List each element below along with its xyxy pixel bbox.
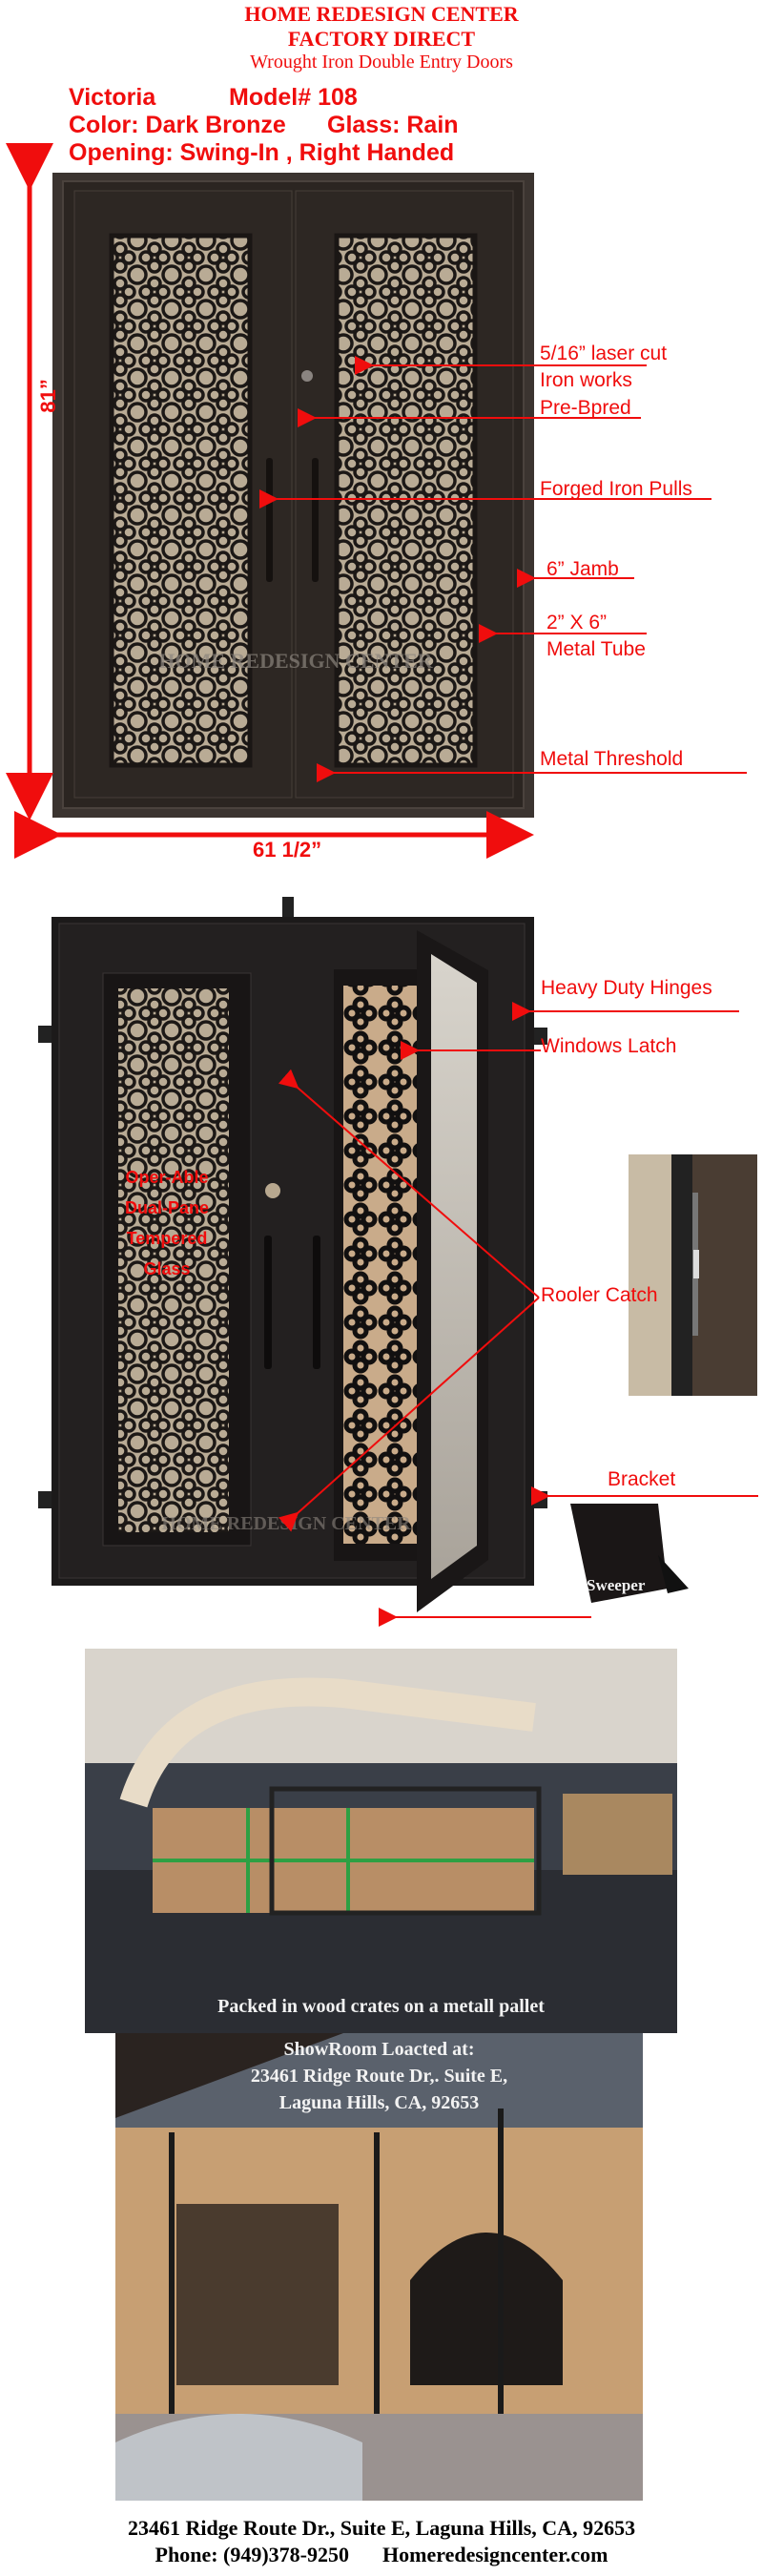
callout-sweeper: Sweeper [587,1576,646,1594]
callout-laser-cut: 5/16” laser cut Iron works Pre-Bpred [540,343,668,419]
svg-text:Dual-Pane: Dual-Pane [125,1198,209,1217]
footer-contact: Phone: (949)378-9250 Homeredesigncenter.… [0,2543,763,2567]
watermark: HOME REDESIGN CENTER [161,1513,411,1534]
callout-jamb: 6” Jamb [546,558,619,580]
door-open-view: HOME REDESIGN CENTER [38,897,547,1612]
svg-text:Oper-Able: Oper-Able [125,1168,208,1187]
footer-website[interactable]: Homeredesigncenter.com [382,2543,608,2566]
height-label: 81” [35,379,60,413]
color-spec: Color: Dark Bronze [69,112,286,138]
callout-latch: Windows Latch [541,1035,677,1057]
svg-text:Tempered: Tempered [127,1229,208,1248]
pull-handle-right [312,458,319,582]
callout-threshold: Metal Threshold [540,748,684,770]
subtitle: Wrought Iron Double Entry Doors [250,52,513,73]
callout-bracket: Bracket [608,1468,676,1490]
pull-handle-left [266,458,273,582]
model-number: Model# 108 [229,84,358,111]
footer-phone: Phone: (949)378-9250 [155,2543,350,2566]
tagline: FACTORY DIRECT [287,27,476,51]
showroom-photo [115,2033,643,2501]
roller-catch-photo [629,1154,757,1396]
deadbolt-icon [265,1183,280,1198]
showroom-caption: ShowRoom Loacted at: 23461 Ridge Route D… [250,2039,508,2113]
svg-text:Glass: Glass [143,1259,190,1278]
callout-pulls: Forged Iron Pulls [540,478,692,500]
callout-tube: 2” X 6” Metal Tube [546,612,646,661]
glass-note: Oper-Able Dual-Pane Tempered Glass [125,1168,209,1278]
callout-roller-catch: Rooler Catch [541,1284,658,1306]
deadbolt-icon [301,370,313,382]
callout-hinges: Heavy Duty Hinges [541,977,712,999]
glass-spec: Glass: Rain [327,112,459,138]
company-name: HOME REDESIGN CENTER [244,2,519,26]
model-name: Victoria [69,84,156,111]
door-front-view: HOME REDESIGN CENTER [52,173,534,818]
crate-caption: Packed in wood crates on a metall pallet [217,1996,545,2017]
opening-spec: Opening: Swing-In , Right Handed [69,139,455,166]
footer-address: 23461 Ridge Route Dr., Suite E, Laguna H… [127,2516,636,2540]
crate-photo [85,1649,677,2033]
watermark: HOME REDESIGN CENTER [158,649,433,673]
width-label: 61 1/2” [253,838,322,862]
sweeper-photo [570,1504,689,1603]
